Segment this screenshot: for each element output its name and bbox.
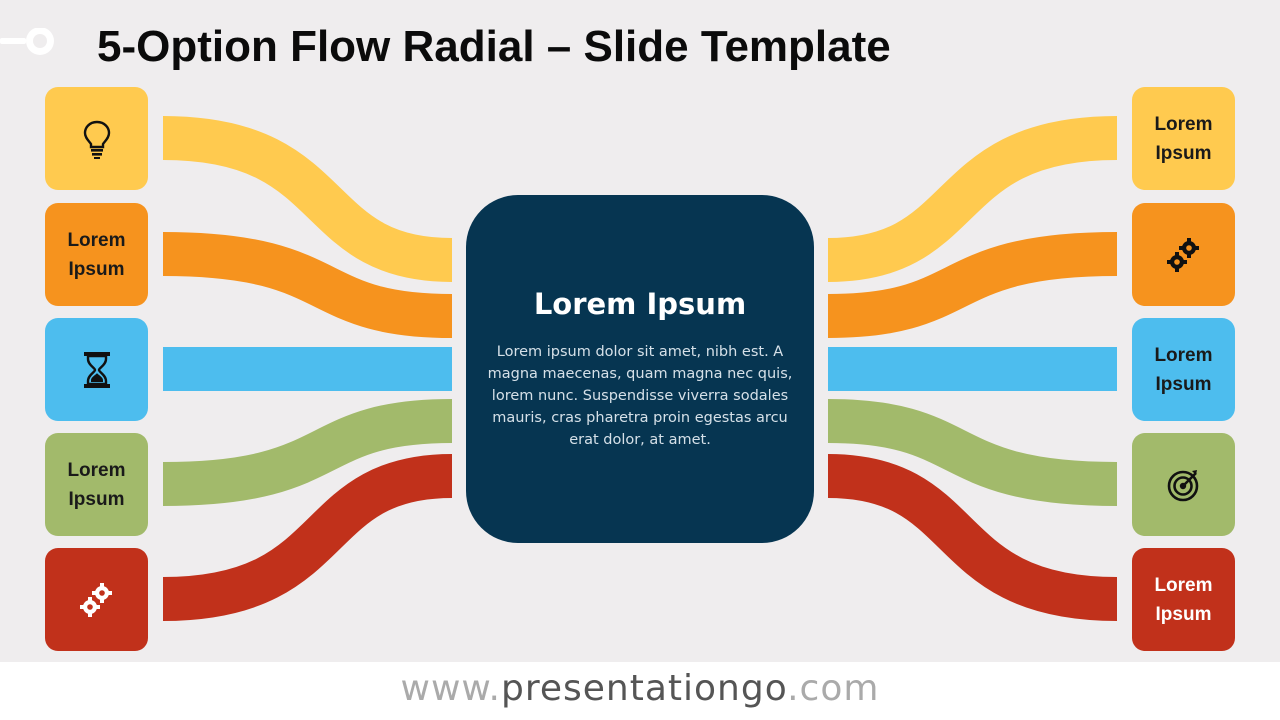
target-icon bbox=[1167, 469, 1198, 501]
flow-ribbons bbox=[162, 116, 1118, 621]
left-option-5 bbox=[45, 548, 148, 651]
gears-icon bbox=[1166, 237, 1199, 272]
left-option-4: Lorem Ipsum bbox=[45, 433, 148, 536]
flow-ribbon-right-5 bbox=[827, 454, 1118, 621]
right-option-1: Lorem Ipsum bbox=[1132, 87, 1235, 190]
footer-url-suffix: .com bbox=[787, 668, 880, 709]
label-line-2: Ipsum bbox=[1155, 373, 1212, 395]
right-option-3-label: Lorem Ipsum bbox=[1154, 341, 1212, 399]
center-title: Lorem Ipsum bbox=[533, 287, 747, 321]
left-option-3 bbox=[45, 318, 148, 421]
center-card: Lorem Ipsum Lorem ipsum dolor sit amet, … bbox=[466, 195, 814, 543]
label-line-2: Ipsum bbox=[1155, 142, 1212, 164]
label-line-1: Lorem bbox=[1154, 344, 1213, 366]
flow-ribbon-right-2 bbox=[827, 232, 1118, 338]
right-option-2 bbox=[1132, 203, 1235, 306]
label-line-1: Lorem bbox=[1154, 574, 1213, 596]
hourglass-icon bbox=[83, 351, 110, 388]
left-option-2-label: Lorem Ipsum bbox=[67, 226, 125, 284]
footer-url-brand: presentationgo bbox=[501, 668, 788, 709]
footer-url[interactable]: www.presentationgo.com bbox=[0, 668, 1280, 709]
center-body: Lorem ipsum dolor sit amet, nibh est. A … bbox=[487, 344, 793, 448]
right-option-3: Lorem Ipsum bbox=[1132, 318, 1235, 421]
lightbulb-icon bbox=[83, 120, 110, 159]
right-option-5: Lorem Ipsum bbox=[1132, 548, 1235, 651]
right-option-1-label: Lorem Ipsum bbox=[1154, 110, 1212, 168]
left-option-4-label: Lorem Ipsum bbox=[67, 456, 125, 514]
footer: www.presentationgo.com bbox=[0, 662, 1280, 720]
label-line-1: Lorem bbox=[67, 459, 126, 481]
flow-ribbon-left-2 bbox=[162, 232, 453, 338]
left-option-1 bbox=[45, 87, 148, 190]
flow-ribbon-left-4 bbox=[162, 399, 453, 506]
footer-url-prefix: www. bbox=[400, 668, 501, 709]
flow-ribbon-right-4 bbox=[827, 399, 1118, 506]
flow-ribbon-left-1 bbox=[162, 116, 453, 282]
label-line-2: Ipsum bbox=[1155, 603, 1212, 625]
flow-ribbon-left-5 bbox=[162, 454, 453, 621]
right-option-5-label: Lorem Ipsum bbox=[1154, 571, 1212, 629]
left-option-2: Lorem Ipsum bbox=[45, 203, 148, 306]
key-icon bbox=[0, 28, 54, 55]
slide-title: 5-Option Flow Radial – Slide Template bbox=[97, 22, 891, 71]
label-line-1: Lorem bbox=[1154, 113, 1213, 135]
right-option-4 bbox=[1132, 433, 1235, 536]
gears-icon bbox=[79, 582, 112, 617]
label-line-2: Ipsum bbox=[68, 488, 125, 510]
slide: 5-Option Flow Radial – Slide Template Lo… bbox=[0, 22, 1235, 651]
label-line-1: Lorem bbox=[67, 229, 126, 251]
flow-ribbon-right-1 bbox=[827, 116, 1118, 282]
label-line-2: Ipsum bbox=[68, 258, 125, 280]
